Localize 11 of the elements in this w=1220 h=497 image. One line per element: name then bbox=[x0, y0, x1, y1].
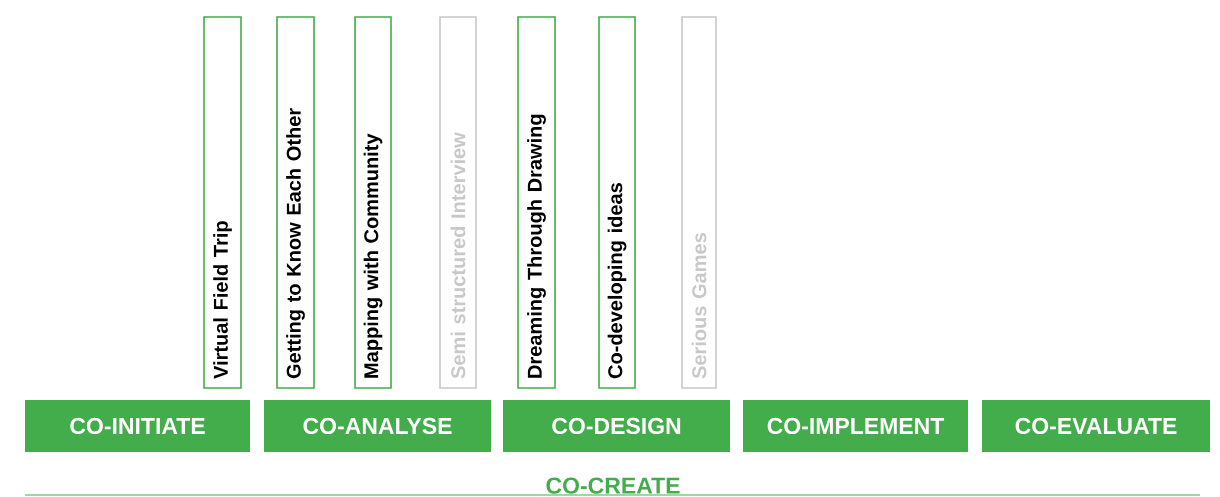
phase-box: CO-EVALUATE bbox=[982, 400, 1210, 452]
method-box: Co-developing ideas bbox=[598, 16, 636, 389]
method-box: Getting to Know Each Other bbox=[276, 16, 315, 389]
method-box: Mapping with Community bbox=[354, 16, 392, 389]
phase-box: CO-DESIGN bbox=[503, 400, 730, 452]
phase-box: CO-IMPLEMENT bbox=[743, 400, 968, 452]
method-box: Dreaming Through Drawing bbox=[517, 16, 556, 389]
method-box: Virtual Field Trip bbox=[203, 16, 242, 389]
phase-box: CO-INITIATE bbox=[25, 400, 250, 452]
phase-box: CO-ANALYSE bbox=[264, 400, 491, 452]
section-label: CO-CREATE bbox=[546, 477, 680, 494]
